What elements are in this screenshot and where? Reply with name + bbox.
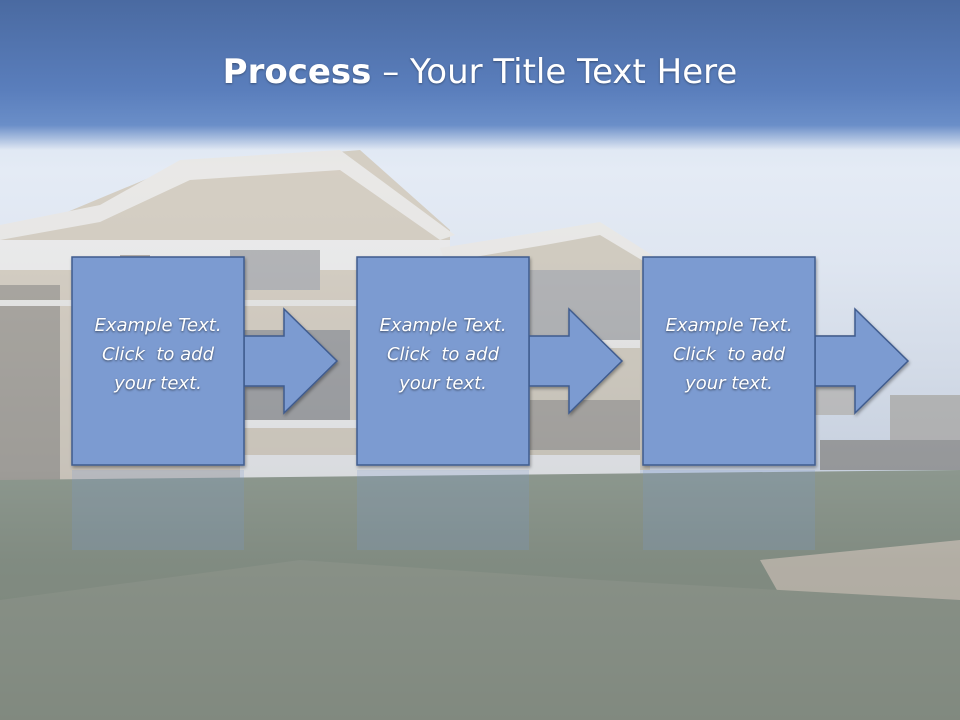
step-text-line: Example Text. <box>665 315 793 336</box>
slide-title[interactable]: Process – Your Title Text Here <box>0 52 960 92</box>
step-text-line: Click to add <box>386 344 499 365</box>
step-text-line: Example Text. <box>94 315 222 336</box>
title-rest: Your Title Text Here <box>410 52 738 92</box>
step-text-line: Click to add <box>672 344 785 365</box>
arrow-right-icon <box>814 307 910 415</box>
process-step-3[interactable] <box>642 256 910 466</box>
step-text-line: your text. <box>685 373 773 394</box>
title-separator: – <box>371 52 411 92</box>
step-box <box>642 256 816 466</box>
process-step-1[interactable] <box>71 256 339 466</box>
step-text-line: your text. <box>114 373 202 394</box>
step-text-line: your text. <box>399 373 487 394</box>
title-band <box>0 0 960 150</box>
step-text-line: Click to add <box>101 344 214 365</box>
step-box <box>356 256 530 466</box>
step-2-text[interactable]: Example Text. Click to add your text. <box>357 311 529 398</box>
arrow-right-icon <box>528 307 624 415</box>
process-step-2[interactable] <box>356 256 624 466</box>
arrow-right-icon <box>243 307 339 415</box>
step-text-line: Example Text. <box>379 315 507 336</box>
step-3-text[interactable]: Example Text. Click to add your text. <box>643 311 815 398</box>
title-bold: Process <box>222 52 372 92</box>
step-1-text[interactable]: Example Text. Click to add your text. <box>72 311 244 398</box>
step-box <box>71 256 245 466</box>
process-reflection <box>72 470 815 550</box>
